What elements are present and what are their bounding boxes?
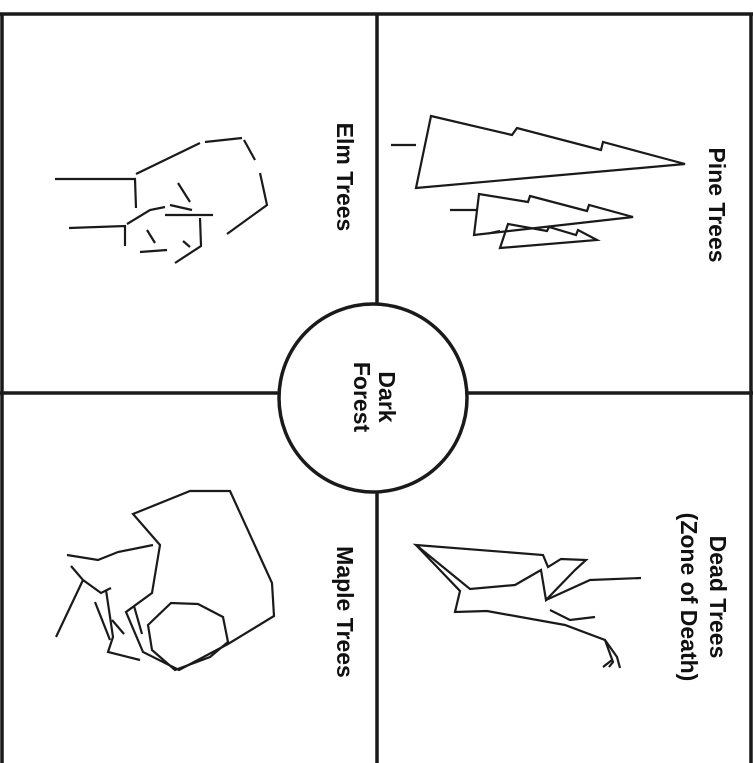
center-circle xyxy=(277,302,469,494)
label-elm-trees: Elm Trees xyxy=(332,123,358,232)
label-dead-trees: Dead Trees xyxy=(705,536,731,659)
label-zone-of-death: (Zone of Death) xyxy=(676,513,702,682)
pine-trees-sketch xyxy=(391,114,686,250)
dead-trees-sketch xyxy=(412,543,642,669)
center-label-dark: Dark xyxy=(374,371,400,422)
label-pine-trees: Pine Trees xyxy=(704,147,730,262)
label-maple-trees: Maple Trees xyxy=(332,546,358,678)
center-label-forest: Forest xyxy=(349,362,375,433)
maple-trees-sketch xyxy=(55,489,276,672)
elm-trees-sketch xyxy=(55,136,269,264)
